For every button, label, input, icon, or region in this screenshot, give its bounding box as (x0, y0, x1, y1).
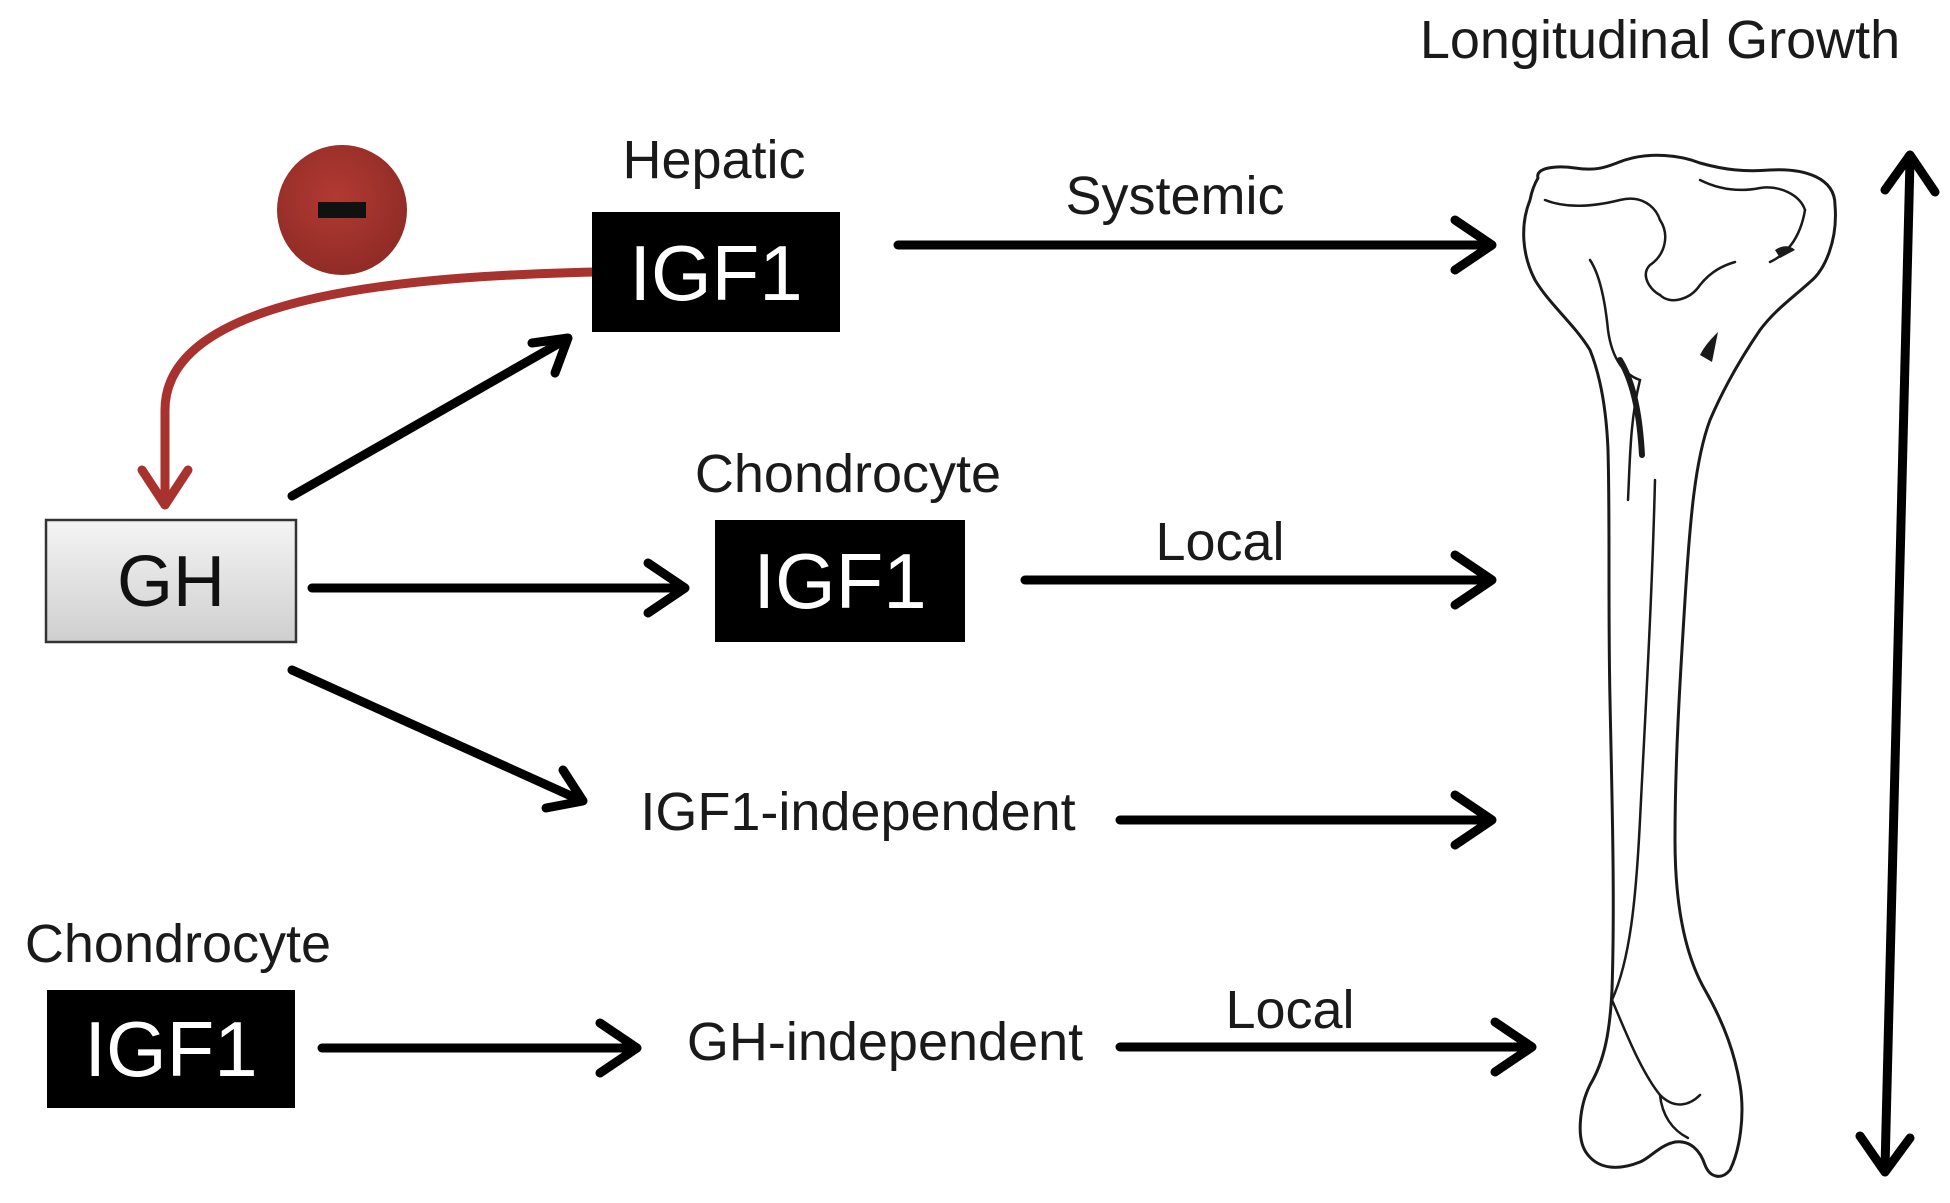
double-headed-arrow-icon (1855, 150, 1940, 1177)
gh-independent-label: GH-independent (687, 1012, 1083, 1072)
local-arrow-middle (1020, 550, 1497, 610)
chondrocyte-igf1-label-bottom: IGF1 (84, 1005, 257, 1093)
feedback-arrow (137, 267, 600, 510)
igf1-to-gh-independent-arrow (317, 1018, 642, 1078)
igf1-independent-arrow (1115, 790, 1497, 850)
local-arrow-bottom (1115, 1017, 1537, 1077)
chondrocyte-igf1-box-bottom: IGF1 (47, 990, 295, 1108)
chondrocyte-igf1-box: IGF1 (715, 520, 965, 642)
hepatic-igf1-box: IGF1 (592, 212, 840, 332)
hepatic-igf1-label: IGF1 (629, 229, 802, 317)
systemic-label: Systemic (1065, 166, 1284, 226)
systemic-arrow (893, 215, 1497, 275)
gh-to-hepatic-arrow (287, 333, 573, 501)
local-label-bottom: Local (1225, 980, 1354, 1040)
inhibition-minus-icon (277, 145, 407, 275)
title-longitudinal-growth: Longitudinal Growth (1420, 10, 1900, 70)
gh-box: GH (44, 518, 298, 644)
chondrocyte-igf1-label: IGF1 (753, 537, 926, 625)
igf1-independent-label: IGF1-independent (640, 782, 1075, 842)
chondrocyte-caption-bottom: Chondrocyte (25, 914, 331, 974)
local-label-middle: Local (1155, 512, 1284, 572)
bone-illustration (1522, 153, 1837, 1178)
gh-to-chondrocyte-arrow (307, 558, 690, 618)
chondrocyte-caption: Chondrocyte (695, 444, 1001, 504)
gh-label: GH (117, 542, 225, 622)
gh-to-igf1-independent-arrow (287, 665, 588, 813)
hepatic-caption: Hepatic (622, 130, 805, 190)
